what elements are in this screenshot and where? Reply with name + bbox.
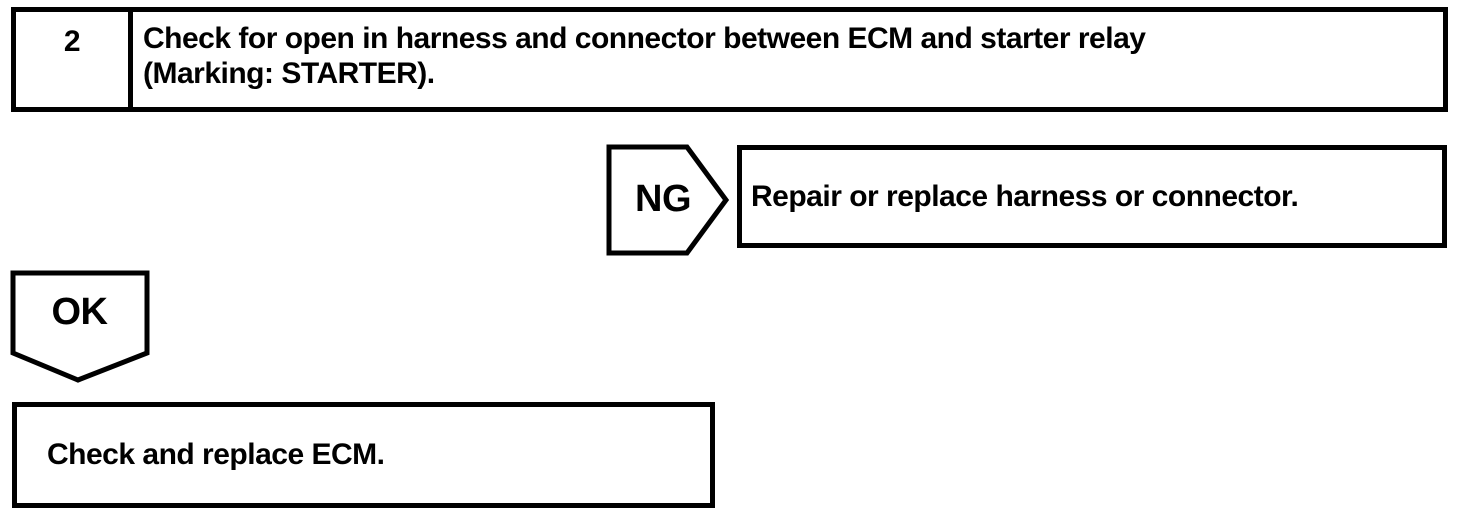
ng-action-box: Repair or replace harness or connector. xyxy=(737,145,1447,248)
ng-arrow-shape xyxy=(606,144,730,256)
ng-action-text: Repair or replace harness or connector. xyxy=(751,179,1299,213)
step-number-cell: 2 xyxy=(16,12,133,107)
ok-arrow-shape xyxy=(10,270,150,383)
instruction-line-2: (Marking: STARTER). xyxy=(143,57,435,90)
ok-action-box: Check and replace ECM. xyxy=(12,402,715,508)
instruction-line-1: Check for open in harness and connector … xyxy=(143,22,1146,55)
ok-action-text: Check and replace ECM. xyxy=(47,438,385,471)
step-number: 2 xyxy=(63,25,81,58)
step-box: 2 Check for open in harness and connecto… xyxy=(11,7,1448,112)
step-instruction: Check for open in harness and connector … xyxy=(133,12,1443,107)
